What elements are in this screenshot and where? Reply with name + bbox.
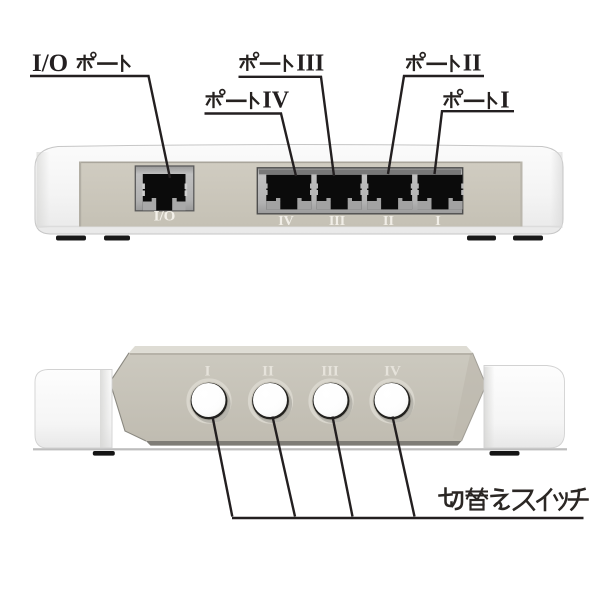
svg-text:III: III (296, 51, 324, 77)
svg-text:I: I (205, 364, 211, 380)
svg-text:III: III (321, 364, 339, 380)
svg-text:IV: IV (262, 88, 289, 114)
svg-text:IV: IV (278, 214, 294, 229)
svg-text:I/O: I/O (154, 209, 176, 225)
svg-text:II: II (463, 51, 482, 77)
svg-text:III: III (329, 214, 345, 229)
svg-text:I/O: I/O (32, 50, 68, 77)
svg-text:II: II (262, 364, 274, 380)
svg-text:I: I (500, 88, 509, 114)
svg-text:IV: IV (384, 364, 401, 380)
svg-text:II: II (383, 214, 394, 229)
svg-text:I: I (435, 214, 440, 229)
